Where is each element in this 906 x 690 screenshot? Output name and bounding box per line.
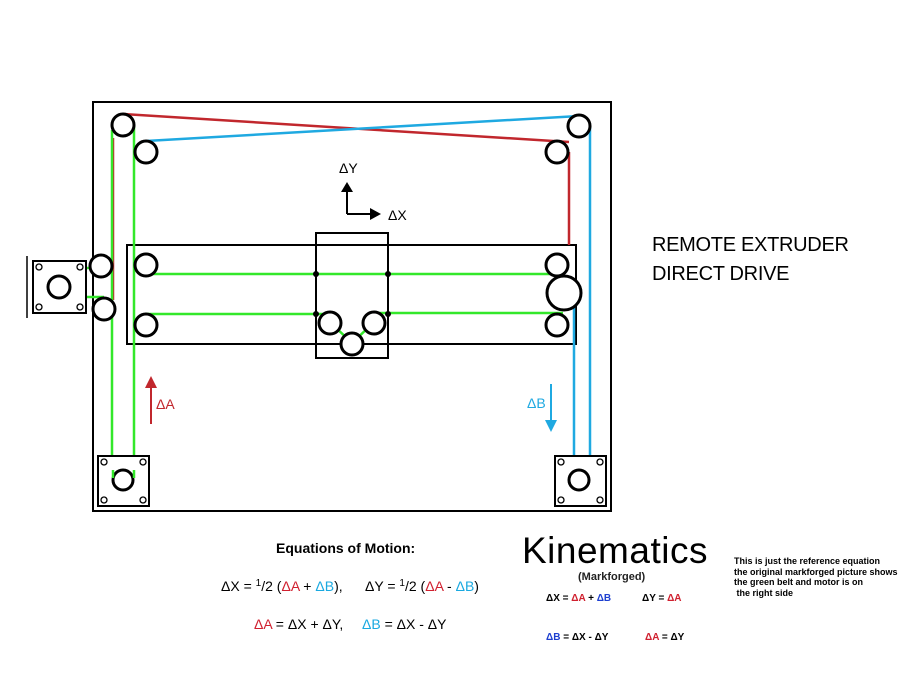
kinematics-eq-3: ΔB = ΔX - ΔY [546,632,609,643]
note-line-4: the right side [734,587,794,598]
motor-a-arrow [145,376,157,424]
equation-line-1: ΔX = 1/2 (ΔA + ΔB), [221,578,343,594]
axis-x-label: ΔX [388,207,407,223]
equation-line-1b: ΔY = 1/2 (ΔA - ΔB) [365,578,479,594]
equation-line-2a: ΔA = ΔX + ΔY, [254,616,344,632]
axis-y-label: ΔY [339,160,358,176]
motor-b [554,455,607,507]
idler-pulleys [88,112,592,357]
title-line-2: DIRECT DRIVE [652,263,790,285]
axes-indicator [341,182,381,220]
carriage [315,232,389,359]
motor-b-arrow [545,384,557,432]
note-line-2: the original markforged picture shows [734,566,898,577]
equations-heading: Equations of Motion: [276,540,416,556]
motor-b-label: ΔB [527,395,546,411]
title-line-1: REMOTE EXTRUDER [652,234,849,256]
carriage-belt-anchors [313,271,391,317]
kinematics-eq-1: ΔX = ΔA + ΔB [546,593,612,604]
kinematics-subtitle: (Markforged) [578,571,646,583]
gantry-bar [126,244,577,345]
diagram-title: REMOTE EXTRUDER DIRECT DRIVE [652,231,849,289]
motor-a [97,455,150,507]
kinematics-eq-2: ΔY = ΔA [642,593,682,604]
belt-b-blue [145,114,592,478]
equation-line-2b: ΔB = ΔX - ΔY [362,616,447,632]
kinematics-eq-4: ΔA = ΔY [645,632,685,643]
motor-left [26,256,87,318]
note-line-1: This is just the reference equation [734,556,881,566]
note-line-3: the green belt and motor is on [734,577,864,587]
kinematics-title: Kinematics [522,530,708,571]
motor-a-label: ΔA [156,396,175,412]
